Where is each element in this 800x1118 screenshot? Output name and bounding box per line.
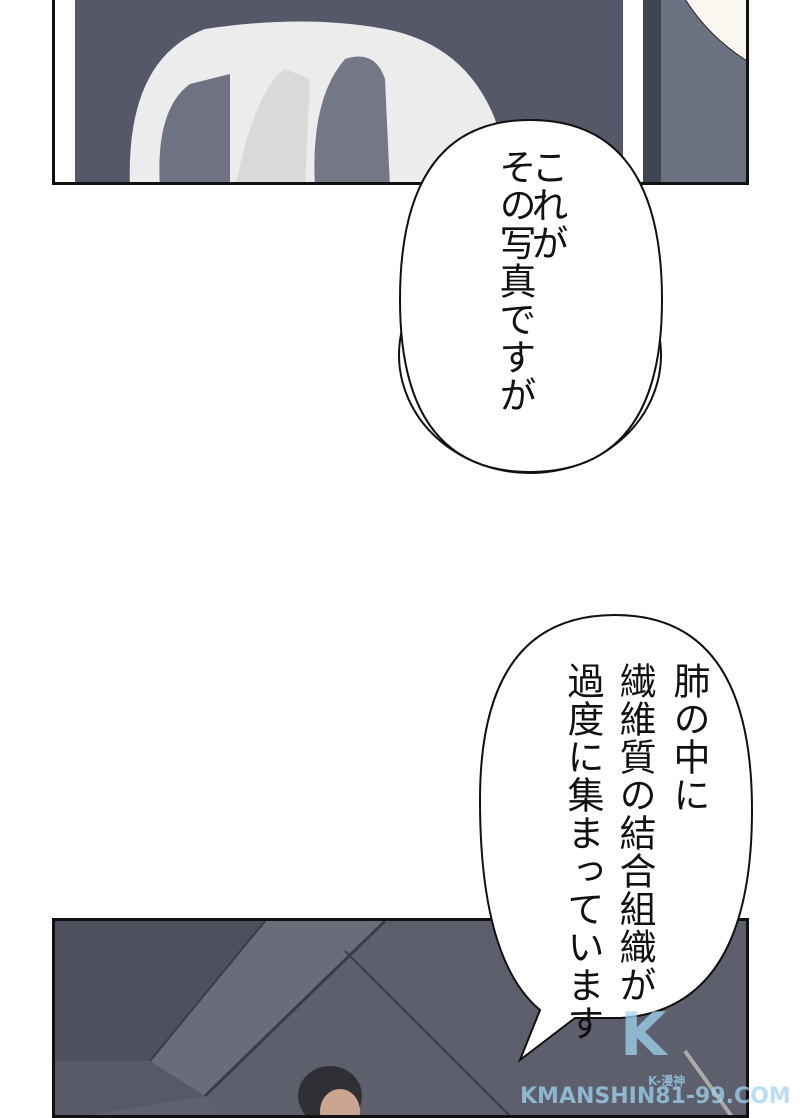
watermark-logo: K: [620, 1000, 667, 1070]
dialogue-line: その写真ですが: [493, 148, 536, 414]
dialogue-line: 過度に集まっています: [561, 662, 604, 1042]
room-panel: [52, 918, 749, 1118]
dialogue-line: 繊維質の結合組織が: [613, 662, 656, 1004]
dialogue-line: これが: [525, 148, 568, 262]
ct-scan-image: [55, 0, 746, 182]
speech-bubble-2: [478, 613, 754, 1063]
watermark-sub: K-漫神: [648, 1074, 686, 1088]
dialogue-line: 肺の中に: [667, 662, 710, 814]
ct-scan-panel: [52, 0, 749, 185]
watermark-text: KMANSHIN81-99.COM: [520, 1084, 791, 1109]
speech-bubble-1-body: [398, 118, 664, 474]
